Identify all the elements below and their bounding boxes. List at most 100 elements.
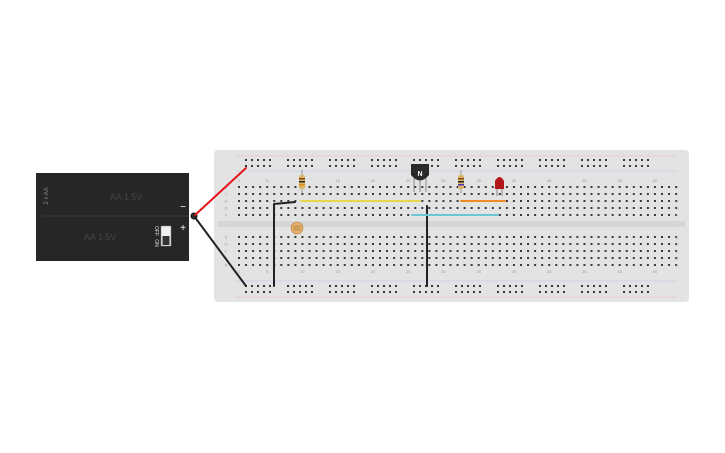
breadboard-hole[interactable]: [379, 264, 381, 266]
breadboard-hole[interactable]: [509, 285, 511, 287]
breadboard-hole[interactable]: [301, 257, 304, 259]
breadboard-hole[interactable]: [661, 214, 663, 216]
breadboard-hole[interactable]: [371, 214, 374, 216]
breadboard-hole[interactable]: [456, 200, 459, 202]
breadboard-hole[interactable]: [437, 291, 439, 293]
breadboard-hole[interactable]: [653, 243, 656, 245]
breadboard-hole[interactable]: [639, 214, 642, 216]
breadboard-hole[interactable]: [435, 257, 438, 259]
breadboard-hole[interactable]: [280, 214, 283, 216]
breadboard-hole[interactable]: [301, 236, 304, 238]
breadboard-hole[interactable]: [541, 186, 544, 188]
breadboard-hole[interactable]: [343, 250, 346, 252]
breadboard-hole[interactable]: [238, 250, 240, 252]
breadboard-hole[interactable]: [639, 207, 642, 209]
breadboard-hole[interactable]: [428, 236, 431, 238]
breadboard-hole[interactable]: [477, 236, 480, 238]
breadboard-hole[interactable]: [632, 200, 635, 202]
breadboard-hole[interactable]: [534, 250, 537, 252]
wires[interactable]: [193, 167, 506, 287]
breadboard-hole[interactable]: [593, 285, 595, 287]
breadboard-hole[interactable]: [263, 165, 265, 167]
breadboard-hole[interactable]: [675, 193, 678, 195]
breadboard-hole[interactable]: [463, 186, 466, 188]
breadboard-hole[interactable]: [632, 264, 635, 266]
breadboard-hole[interactable]: [455, 165, 457, 167]
breadboard-hole[interactable]: [604, 243, 607, 245]
breadboard-hole[interactable]: [308, 236, 311, 238]
breadboard-hole[interactable]: [498, 207, 501, 209]
breadboard-hole[interactable]: [421, 207, 424, 209]
breadboard-hole[interactable]: [299, 285, 301, 287]
breadboard-hole[interactable]: [353, 165, 355, 167]
breadboard-hole[interactable]: [497, 159, 499, 161]
breadboard-hole[interactable]: [315, 257, 318, 259]
breadboard-hole[interactable]: [625, 214, 628, 216]
breadboard-hole[interactable]: [461, 285, 463, 287]
breadboard-hole[interactable]: [484, 193, 487, 195]
breadboard-hole[interactable]: [555, 193, 558, 195]
breadboard-hole[interactable]: [503, 165, 505, 167]
breadboard-hole[interactable]: [371, 264, 374, 266]
breadboard-hole[interactable]: [252, 264, 255, 266]
breadboard-hole[interactable]: [675, 214, 678, 216]
breadboard-hole[interactable]: [425, 159, 427, 161]
breadboard-hole[interactable]: [308, 193, 311, 195]
breadboard-hole[interactable]: [336, 214, 339, 216]
breadboard-hole[interactable]: [484, 207, 487, 209]
breadboard-hole[interactable]: [611, 207, 614, 209]
breadboard-hole[interactable]: [605, 291, 607, 293]
breadboard-hole[interactable]: [541, 236, 544, 238]
breadboard-hole[interactable]: [350, 207, 353, 209]
breadboard-hole[interactable]: [545, 165, 547, 167]
breadboard-hole[interactable]: [386, 214, 389, 216]
breadboard-hole[interactable]: [461, 291, 463, 293]
breadboard-hole[interactable]: [569, 200, 572, 202]
breadboard-hole[interactable]: [498, 250, 501, 252]
breadboard-hole[interactable]: [414, 207, 417, 209]
breadboard-hole[interactable]: [512, 186, 515, 188]
breadboard-hole[interactable]: [625, 186, 628, 188]
breadboard-hole[interactable]: [597, 264, 600, 266]
breadboard-hole[interactable]: [449, 257, 452, 259]
breadboard-hole[interactable]: [562, 193, 565, 195]
breadboard-hole[interactable]: [521, 291, 523, 293]
breadboard-hole[interactable]: [534, 200, 537, 202]
breadboard-hole[interactable]: [512, 243, 515, 245]
breadboard-hole[interactable]: [386, 264, 389, 266]
breadboard-hole[interactable]: [353, 291, 355, 293]
breadboard-hole[interactable]: [604, 264, 607, 266]
breadboard-hole[interactable]: [520, 243, 522, 245]
breadboard-hole[interactable]: [364, 186, 367, 188]
breadboard-hole[interactable]: [252, 186, 255, 188]
breadboard-hole[interactable]: [259, 264, 262, 266]
breadboard-hole[interactable]: [435, 200, 438, 202]
breadboard-hole[interactable]: [245, 250, 248, 252]
breadboard-hole[interactable]: [562, 200, 565, 202]
breadboard-hole[interactable]: [551, 159, 553, 161]
breadboard-hole[interactable]: [301, 250, 304, 252]
breadboard-hole[interactable]: [470, 207, 473, 209]
breadboard-hole[interactable]: [635, 165, 637, 167]
breadboard-hole[interactable]: [509, 165, 511, 167]
breadboard-hole[interactable]: [371, 285, 373, 287]
breadboard-hole[interactable]: [257, 285, 259, 287]
breadboard-hole[interactable]: [623, 291, 625, 293]
breadboard-hole[interactable]: [509, 291, 511, 293]
breadboard-hole[interactable]: [287, 186, 290, 188]
breadboard-hole[interactable]: [653, 236, 656, 238]
breadboard-hole[interactable]: [527, 200, 530, 202]
breadboard-hole[interactable]: [386, 257, 389, 259]
breadboard-hole[interactable]: [329, 264, 332, 266]
breadboard-hole[interactable]: [618, 207, 621, 209]
breadboard-hole[interactable]: [311, 291, 313, 293]
breadboard-hole[interactable]: [527, 193, 530, 195]
breadboard-hole[interactable]: [611, 243, 614, 245]
breadboard-hole[interactable]: [545, 285, 547, 287]
breadboard-hole[interactable]: [611, 200, 614, 202]
breadboard-hole[interactable]: [555, 207, 558, 209]
breadboard-hole[interactable]: [336, 264, 339, 266]
breadboard-hole[interactable]: [383, 291, 385, 293]
breadboard-hole[interactable]: [252, 193, 255, 195]
breadboard-hole[interactable]: [675, 243, 678, 245]
